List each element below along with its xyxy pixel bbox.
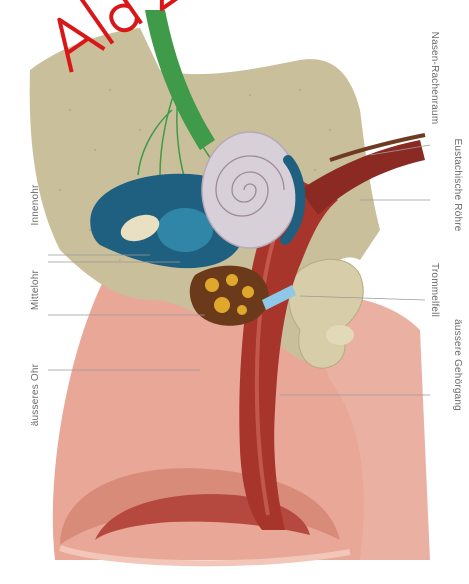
ear-illustration [30, 10, 430, 563]
cartilage-node [326, 325, 354, 345]
middle-ear-cavity [190, 266, 269, 326]
label-outer-ear: äusseres Ohr [30, 363, 41, 426]
label-outer-canal: äussere Gehörgang [452, 319, 463, 411]
label-eardrum: Trommelfell [429, 263, 440, 317]
label-middle-ear: Mittelohr [30, 269, 41, 310]
labyrinth-chamber [157, 208, 213, 252]
label-inner-ear: Innenohr [30, 184, 41, 226]
label-nasopharynx: Nasen-Rachenraum [429, 32, 440, 125]
label-eustachian-tube: Eustachische Röhre [452, 138, 463, 231]
